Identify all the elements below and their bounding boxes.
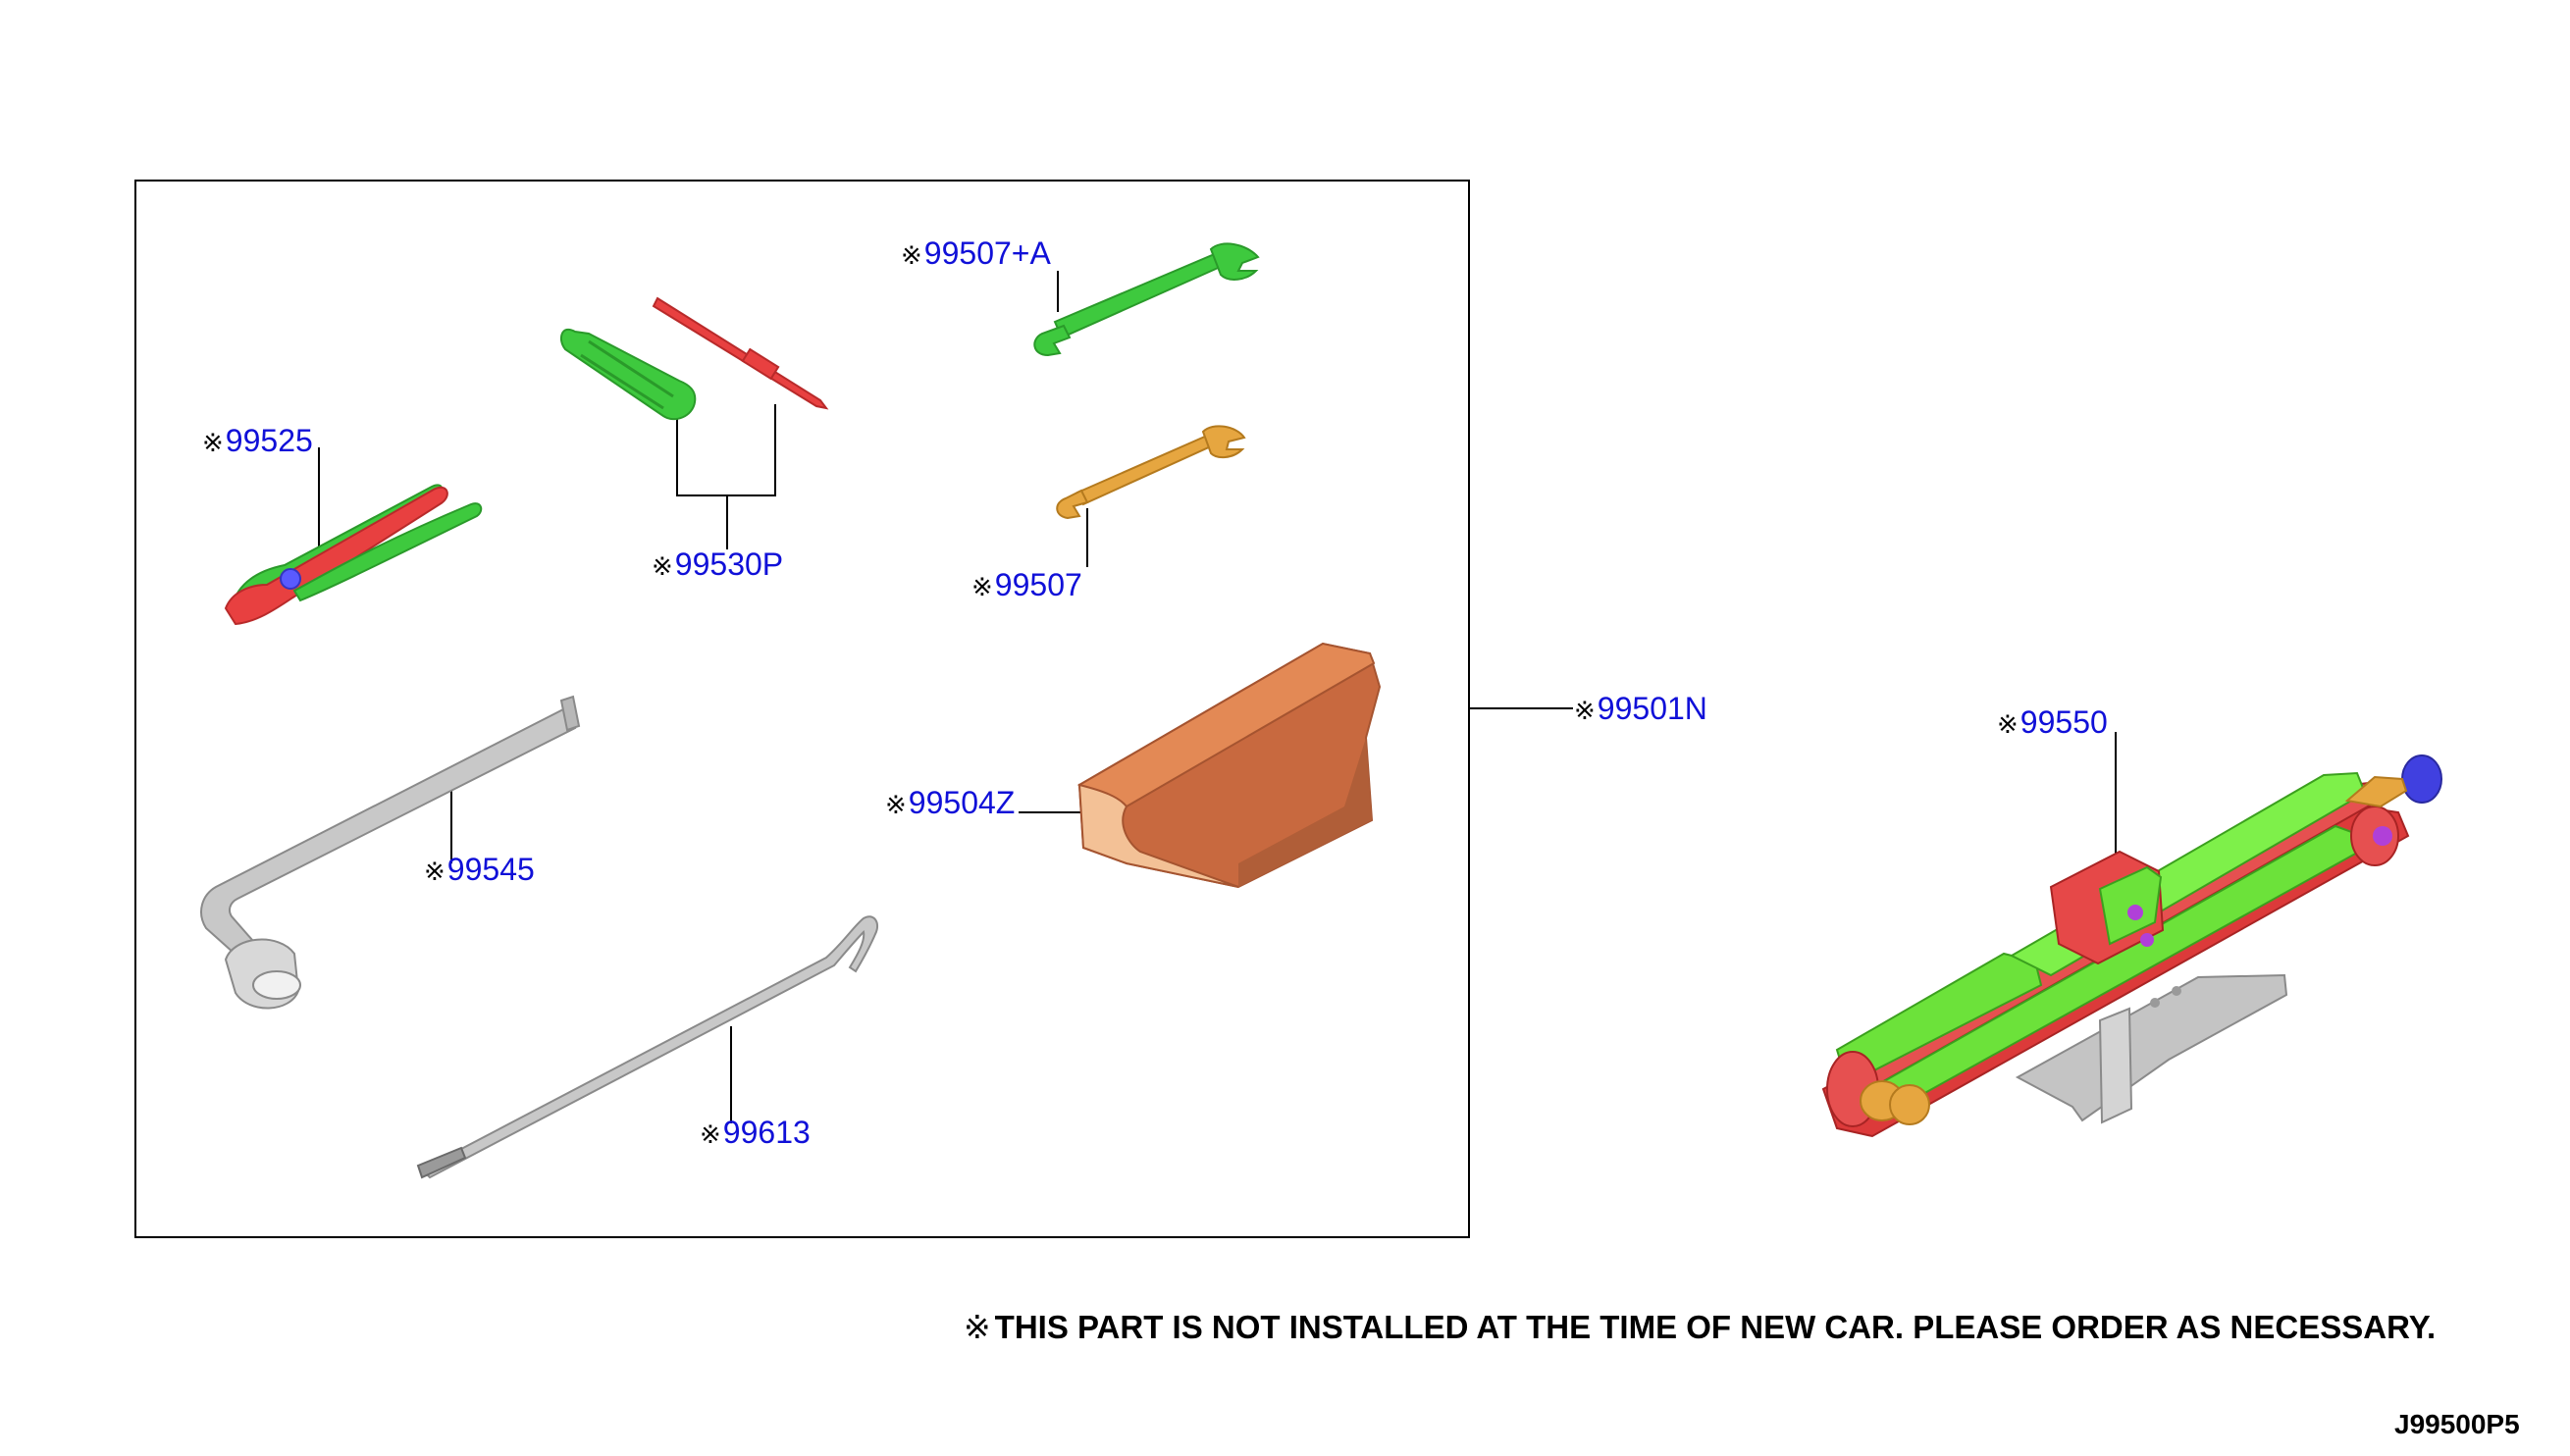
pliers-illustration bbox=[224, 484, 483, 626]
part-label-jack[interactable]: ※99550 bbox=[1997, 706, 2108, 738]
part-number: 99613 bbox=[722, 1115, 811, 1150]
part-number: 99525 bbox=[225, 423, 313, 458]
jack-illustration bbox=[1821, 754, 2442, 1138]
part-label-screwdriver[interactable]: ※99530P bbox=[652, 548, 783, 580]
wrench-a-illustration bbox=[1033, 242, 1260, 357]
part-label-jack-handle[interactable]: ※99613 bbox=[700, 1117, 811, 1148]
footnote: ※THIS PART IS NOT INSTALLED AT THE TIME … bbox=[964, 1311, 2436, 1343]
part-label-tool-set[interactable]: ※99501N bbox=[1574, 693, 1707, 724]
leader-lines bbox=[318, 271, 2117, 1123]
screwdriver-illustration bbox=[559, 296, 829, 421]
marker-symbol: ※ bbox=[901, 240, 922, 270]
part-label-wrench[interactable]: ※99507 bbox=[971, 569, 1082, 600]
part-label-pliers[interactable]: ※99525 bbox=[202, 425, 313, 456]
part-number: 99507+A bbox=[923, 235, 1051, 271]
marker-symbol: ※ bbox=[964, 1309, 991, 1345]
part-number: 99507 bbox=[994, 567, 1082, 602]
wrench-illustration bbox=[1056, 425, 1246, 520]
marker-symbol: ※ bbox=[1574, 696, 1596, 725]
marker-symbol: ※ bbox=[652, 551, 673, 581]
part-number: 99501N bbox=[1597, 691, 1707, 726]
marker-symbol: ※ bbox=[971, 572, 993, 601]
part-label-lug-wrench[interactable]: ※99545 bbox=[424, 854, 535, 885]
footnote-text: THIS PART IS NOT INSTALLED AT THE TIME O… bbox=[994, 1309, 2437, 1345]
part-label-chock[interactable]: ※99504Z bbox=[885, 787, 1015, 818]
marker-symbol: ※ bbox=[424, 857, 446, 886]
lug-wrench-illustration bbox=[200, 695, 581, 1010]
part-label-wrench-a[interactable]: ※99507+A bbox=[901, 237, 1051, 269]
part-number: 99530P bbox=[674, 546, 784, 582]
marker-symbol: ※ bbox=[885, 790, 907, 819]
chock-illustration bbox=[1076, 642, 1382, 889]
marker-symbol: ※ bbox=[202, 428, 224, 457]
marker-symbol: ※ bbox=[700, 1119, 721, 1149]
part-number: 99504Z bbox=[908, 785, 1016, 820]
marker-symbol: ※ bbox=[1997, 709, 2019, 739]
part-number: 99550 bbox=[2019, 704, 2108, 740]
jack-handle-illustration bbox=[416, 915, 879, 1179]
leader-screwdriver-bracket bbox=[676, 404, 776, 496]
diagram-id: J99500P5 bbox=[2394, 1409, 2520, 1439]
part-number: 99545 bbox=[446, 852, 535, 887]
